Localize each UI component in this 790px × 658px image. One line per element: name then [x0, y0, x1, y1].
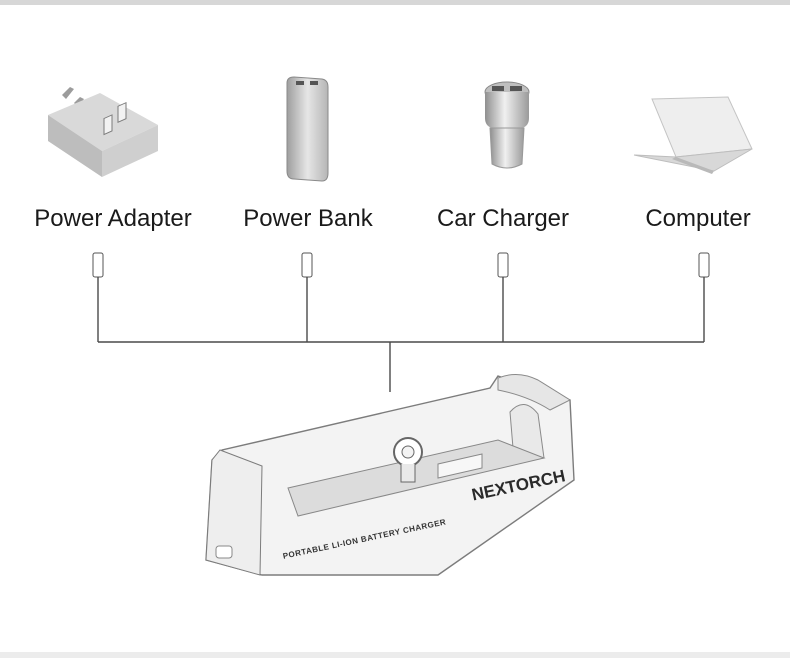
usb-plug-icon: [92, 252, 104, 278]
top-divider: [0, 0, 790, 5]
power-bank-icon: [286, 76, 329, 182]
car-charger-label: Car Charger: [436, 205, 570, 232]
computer-label: Computer: [645, 205, 751, 232]
car-charger-icon: [484, 81, 530, 169]
usb-plug-icon: [497, 252, 509, 278]
battery-charger-icon: [205, 374, 575, 576]
usb-plug-icon: [698, 252, 710, 278]
laptop-icon: [633, 96, 753, 174]
power-bank-label: Power Bank: [243, 205, 373, 232]
bottom-divider: [0, 652, 790, 658]
power-adapter-icon: [48, 87, 158, 177]
power-adapter-label: Power Adapter: [34, 205, 192, 232]
usb-plug-icon: [301, 252, 313, 278]
